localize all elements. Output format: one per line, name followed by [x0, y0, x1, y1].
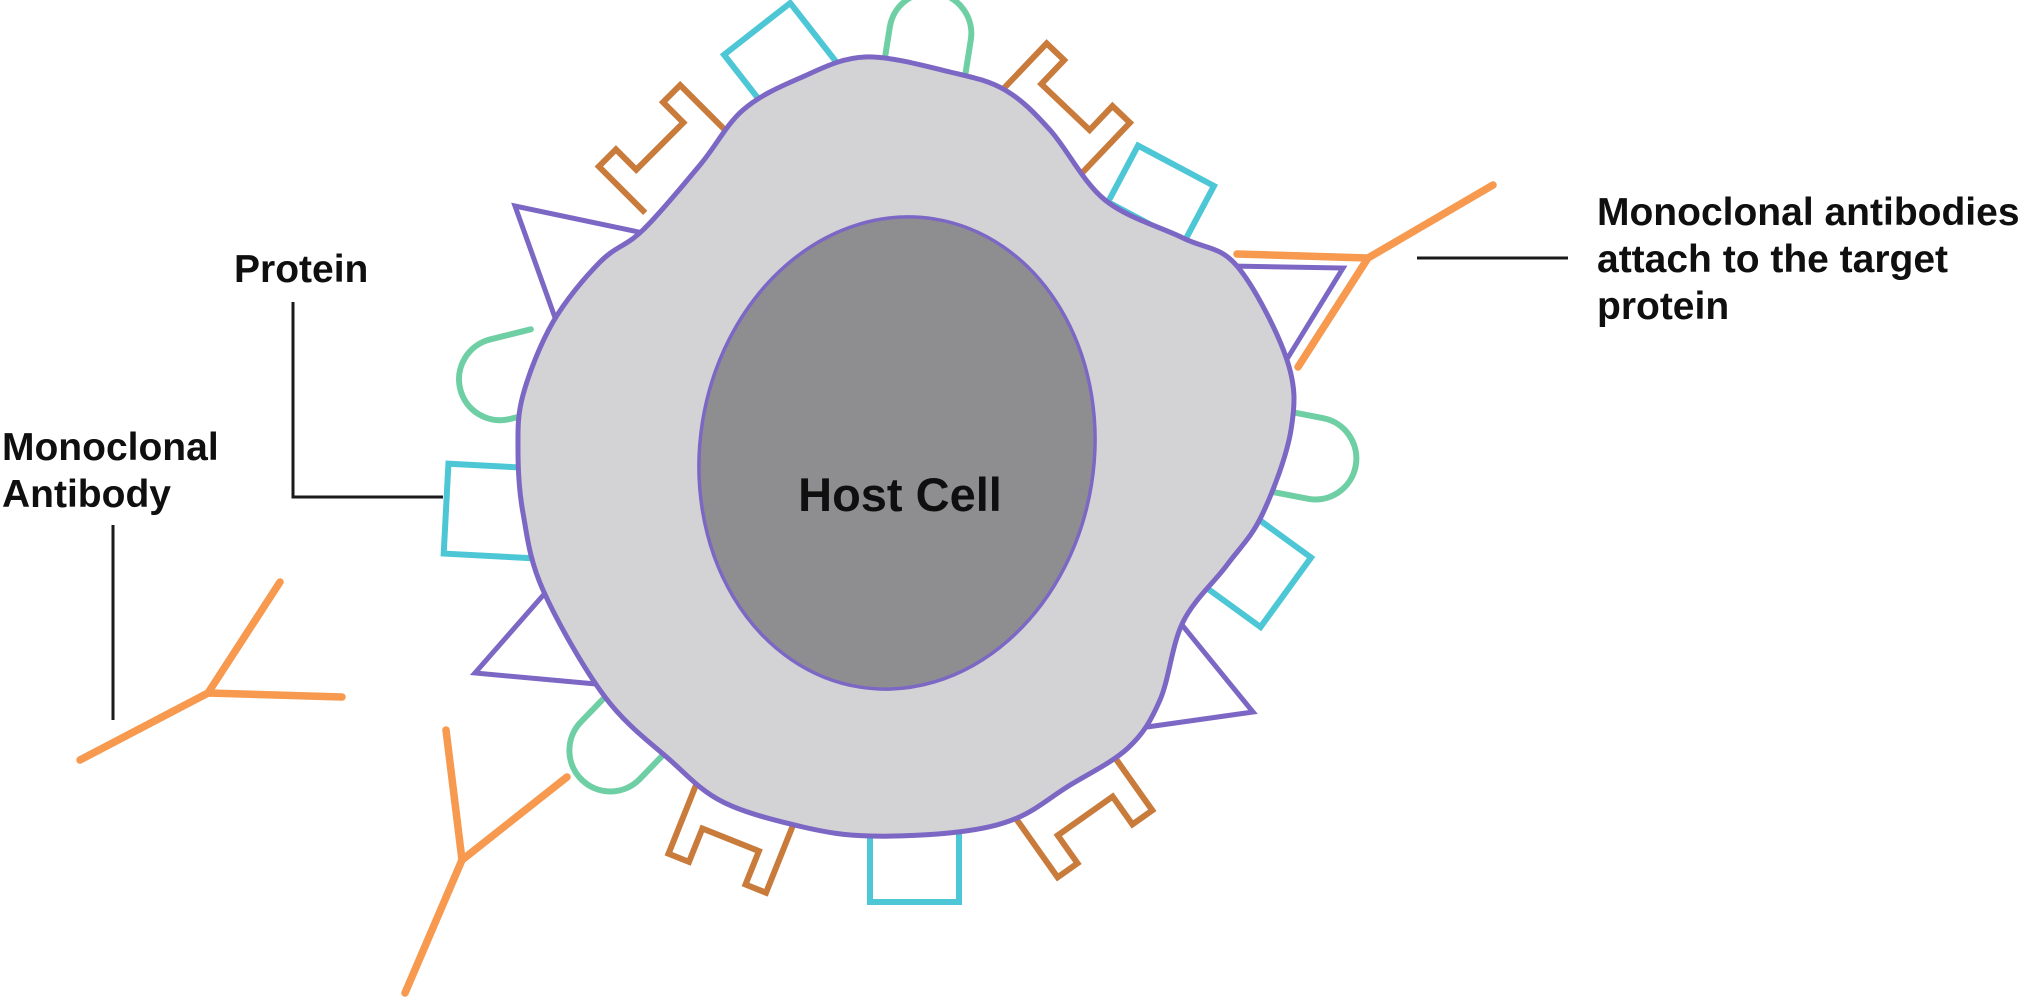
- dome-protein-bottom-left: [566, 688, 673, 795]
- monoclonal-antibody-label-line2: Antibody: [2, 473, 171, 516]
- cell-nucleus: [697, 215, 1097, 691]
- triangle-protein-lower-left: [469, 590, 597, 687]
- square-protein-bottom: [867, 827, 962, 905]
- triangle-protein-right-target: [1229, 263, 1348, 366]
- protein-connector: [291, 302, 443, 499]
- protein-label: Protein: [234, 246, 368, 293]
- annotation-label-line1: Monoclonal antibodies: [1597, 191, 2020, 234]
- dome-protein-top: [880, 0, 975, 85]
- connector-lines: [111, 256, 1568, 720]
- annotation-label-line3: protein: [1597, 285, 1730, 328]
- dome-protein-right: [1263, 407, 1360, 503]
- antibody-left: [76, 578, 346, 764]
- protein-label-text: Protein: [234, 248, 369, 291]
- receptor-protein-bottom-left: [669, 778, 797, 893]
- receptor-protein-top-right: [995, 43, 1130, 177]
- monoclonal-antibody-label: Monoclonal Antibody: [2, 424, 219, 518]
- annotation-label: Monoclonal antibodies attach to the targ…: [1597, 189, 2020, 330]
- triangle-protein-bottom-right: [1132, 618, 1258, 732]
- triangle-protein-upper-left: [511, 202, 649, 327]
- antibody-bottom: [401, 726, 571, 997]
- antibody-attached: [1233, 181, 1497, 371]
- monoclonal-antibody-label-line1: Monoclonal: [2, 426, 219, 469]
- antibodies: [76, 181, 1497, 997]
- dome-protein-left: [456, 326, 554, 424]
- annotation-label-line2: attach to the target: [1597, 238, 1949, 281]
- surface-proteins: [440, 0, 1360, 905]
- host-cell-label: Host Cell: [798, 468, 1002, 521]
- receptor-protein-top-left: [599, 85, 727, 213]
- receptor-protein-bottom-right: [1013, 747, 1153, 878]
